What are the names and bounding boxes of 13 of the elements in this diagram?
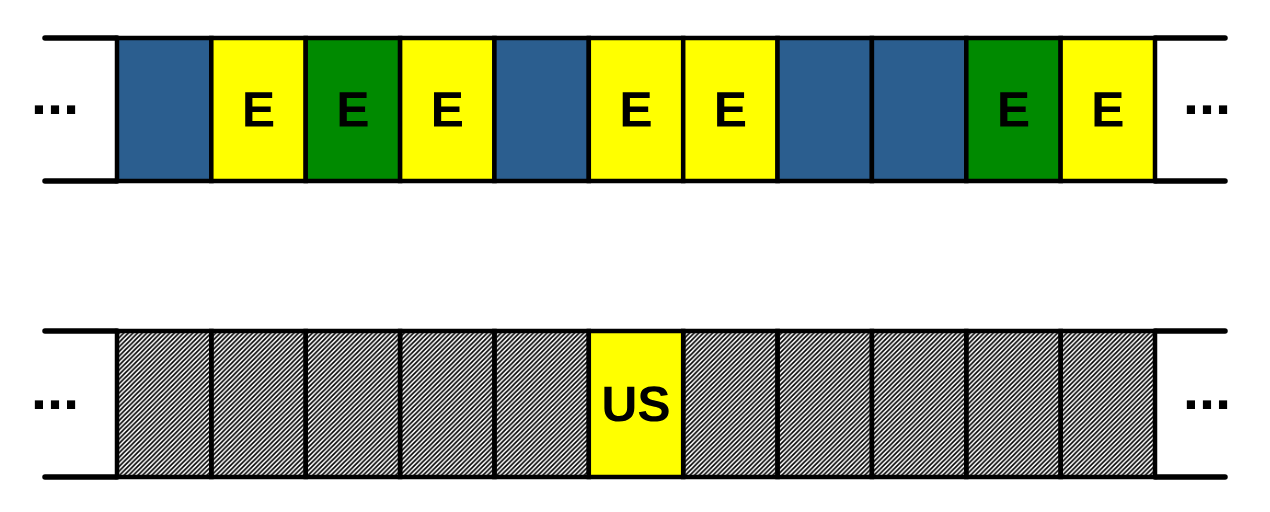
- tape-cell: E: [964, 35, 1063, 184]
- tape-cell: E: [303, 35, 403, 184]
- tape-cell: E: [209, 35, 308, 184]
- continuation-dots: ...: [1186, 400, 1228, 409]
- hatched-cell: [1058, 328, 1158, 480]
- tape-cell: E: [1058, 35, 1158, 184]
- continuation-dots: ...: [34, 105, 76, 114]
- tape-cell: E: [397, 35, 497, 184]
- tape-cell: US: [586, 328, 686, 480]
- tape-cell: E: [586, 35, 686, 184]
- continuation-dots: ...: [1186, 105, 1228, 114]
- continuation-dots: ...: [34, 400, 76, 409]
- tape-cell: E: [680, 35, 780, 184]
